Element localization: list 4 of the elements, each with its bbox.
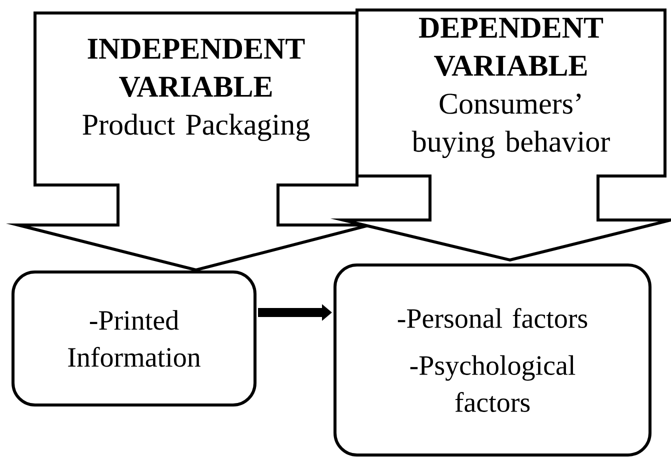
- node-label: DEPENDENT VARIABLE: [419, 18, 604, 76]
- node-label: Consumers’ buying behavior: [412, 94, 610, 158]
- rounded-box: -Printed Information: [12, 270, 256, 406]
- rounded-box: -Personal factors -Psychological factors: [334, 264, 652, 456]
